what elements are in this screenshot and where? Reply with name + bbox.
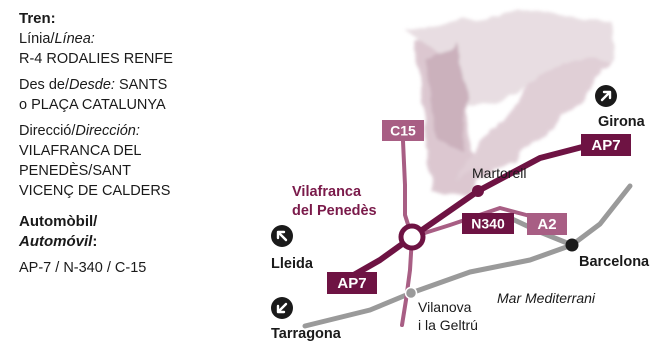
from-label-ca: Des de/	[19, 77, 69, 93]
ap7-south-badge-label: AP7	[337, 275, 366, 292]
car-heading-colon: :	[92, 233, 98, 250]
a2-badge-label: A2	[537, 216, 556, 233]
lleida-label: Lleida	[271, 256, 314, 272]
c15-badge-label: C15	[390, 123, 416, 139]
ap7-highway	[342, 142, 593, 283]
car-heading-es: Automóvil	[19, 233, 93, 250]
vilafranca-label-1: Vilafranca	[292, 184, 362, 200]
line-label-ca: Línia/	[19, 31, 55, 47]
arrow-down-left-icon	[271, 297, 293, 319]
watercolor-dark-blot	[425, 40, 470, 150]
ap7-north-badge-label: AP7	[591, 137, 620, 154]
vilanova-dot	[404, 286, 418, 300]
line-label-es: Línea:	[54, 31, 95, 47]
rail-coastal	[302, 183, 633, 329]
direction-value-3: VICENÇ DE CALDERS	[19, 183, 171, 199]
access-info-panel: Tren: Línia/Línea: R-4 RODALIES RENFE De…	[19, 9, 239, 278]
direction-value-2: PENEDÈS/SANT	[19, 163, 131, 179]
road-n340-south	[400, 235, 414, 327]
n340-badge-bg	[462, 213, 514, 234]
car-roads: AP-7 / N-340 / C-15	[19, 260, 147, 276]
line-value: R-4 RODALIES RENFE	[19, 51, 173, 67]
a2-badge-bg	[527, 213, 567, 235]
vilanova-label-2: i la Geltrú	[418, 317, 478, 333]
vilafranca-label-2: del Penedès	[292, 203, 377, 219]
girona-label: Girona	[598, 114, 646, 130]
a2-badge: A2	[527, 213, 567, 235]
from-label-es: Desde:	[68, 77, 115, 93]
line-label: Línia/Línea:	[19, 29, 239, 49]
arrow-up-right-icon-glyph	[600, 90, 612, 102]
ap7-south-badge-bg	[327, 272, 377, 294]
direction-value-1: VILAFRANCA DEL	[19, 143, 142, 159]
car-heading-ca: Automòbil/	[19, 213, 98, 230]
tarragona-label: Tarragona	[271, 326, 342, 341]
from-value-1: SANTS	[118, 77, 168, 93]
watercolor-top-wash	[405, 12, 612, 110]
from-label: Des de/Desde: SANTS	[19, 75, 239, 95]
road-c15	[401, 139, 414, 239]
ap7-north-badge-bg	[581, 134, 631, 156]
arrow-up-left-icon	[271, 225, 293, 247]
martorell-dot	[472, 185, 484, 197]
c15-badge: C15	[382, 120, 424, 141]
martorell-label: Martorell	[472, 165, 526, 181]
ap7-south-badge: AP7	[327, 272, 377, 294]
vilafranca-marker	[398, 223, 426, 251]
direction-label: Direcció/Dirección:	[19, 121, 239, 141]
train-heading: Tren:	[19, 10, 56, 27]
n340-badge-label: N340	[471, 216, 505, 232]
barcelona-label: Barcelona	[579, 254, 650, 270]
direction-label-es: Dirección:	[75, 123, 140, 139]
watercolor-background	[405, 12, 612, 196]
ap7-north-badge: AP7	[581, 134, 631, 156]
arrow-up-right-icon	[595, 85, 617, 107]
watercolor-right-stroke	[455, 28, 612, 180]
sea-label: Mar Mediterrani	[497, 290, 596, 306]
car-heading-es-line: Automóvil:	[19, 232, 239, 252]
arrow-up-left-icon-glyph	[276, 230, 288, 242]
from-value-2: o PLAÇA CATALUNYA	[19, 97, 166, 113]
n340-badge: N340	[462, 213, 514, 234]
road-ap7	[342, 142, 593, 283]
vilanova-label-1: Vilanova	[418, 299, 472, 315]
barcelona-dot	[565, 238, 579, 252]
c15-badge-bg	[382, 120, 424, 141]
arrow-down-left-icon-glyph	[276, 302, 288, 314]
direction-label-ca: Direcció/	[19, 123, 76, 139]
